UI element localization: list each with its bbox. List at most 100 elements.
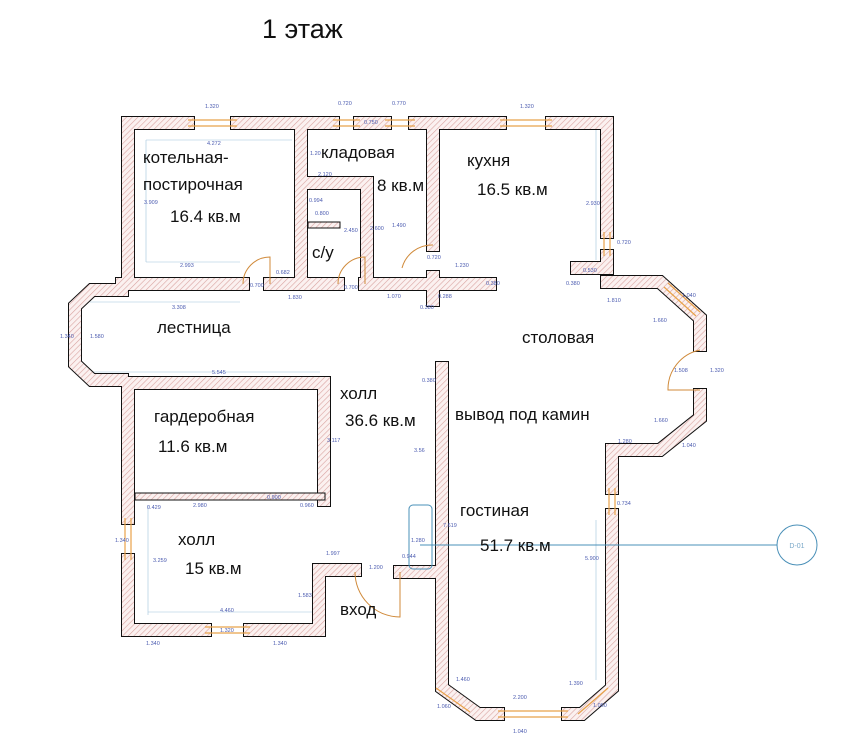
- wall-segment: [436, 362, 504, 720]
- dim-label: 0.720: [338, 101, 352, 107]
- dim-label: 1.060: [593, 703, 607, 709]
- dim-label: 0.720: [617, 240, 631, 246]
- door-kitchen: [401, 244, 434, 269]
- dim-label: 1.340: [273, 641, 287, 647]
- door-wc: [337, 256, 366, 285]
- dim-label: 2.120: [318, 172, 332, 178]
- room-kitchen-area: 16.5 кв.м: [477, 180, 548, 199]
- dim-label: 0.530: [583, 268, 597, 274]
- dim-label: 0.700: [250, 283, 264, 289]
- dim-label: 0.700: [344, 285, 358, 291]
- dim-label: 1.660: [653, 318, 667, 324]
- dim-label: 0.750: [364, 120, 378, 126]
- room-pantry-label: кладовая: [321, 143, 395, 162]
- dim-label: 1.390: [569, 681, 583, 687]
- dim-label: 0.380: [422, 378, 436, 384]
- fireplace-outlet: [408, 504, 433, 570]
- dim-label: 2.930: [586, 201, 600, 207]
- dim-label: 1.230: [455, 263, 469, 269]
- dim-label: 5.545: [212, 370, 226, 376]
- dim-label: 1.320: [220, 628, 234, 634]
- wall-render: [68, 116, 707, 721]
- section-marker: [776, 524, 818, 566]
- dim-label: 1.060: [437, 704, 451, 710]
- dim-label: 0.429: [147, 505, 161, 511]
- dim-label: 1.340: [115, 538, 129, 544]
- dim-label: 1.040: [682, 293, 696, 299]
- dim-label: 0.720: [427, 255, 441, 261]
- dim-label: 1.810: [607, 298, 621, 304]
- room-stairs-label: лестница: [157, 318, 231, 337]
- wall-segment: [606, 389, 706, 494]
- dim-label: 0.288: [438, 294, 452, 300]
- dim-label: 0.380: [566, 281, 580, 287]
- wall-segment: [122, 117, 194, 290]
- dim-label: 1.200: [369, 565, 383, 571]
- room-wardrobe-label: гардеробная: [154, 407, 254, 426]
- dim-label: 4.460: [220, 608, 234, 614]
- room-living-area: 51.7 кв.м: [480, 536, 551, 555]
- dim-label: 0.960: [300, 503, 314, 509]
- entrance-label: вход: [340, 600, 376, 619]
- wall-segment: [546, 117, 613, 238]
- dim-label: 2.450: [344, 228, 358, 234]
- wall-segment: [601, 276, 706, 351]
- dim-label: 2.200: [513, 695, 527, 701]
- dim-label: 1.508: [674, 368, 688, 374]
- room-hall-label: холл: [340, 384, 377, 403]
- wall-segment: [562, 509, 618, 720]
- dim-label: 1.340: [146, 641, 160, 647]
- door-boiler: [242, 256, 271, 285]
- dim-label: 0.944: [402, 554, 416, 560]
- dim-label: 1.280: [618, 439, 632, 445]
- dim-label: 0.994: [309, 198, 323, 204]
- dim-label: 1.040: [513, 729, 527, 735]
- dim-label: 0.682: [276, 270, 290, 276]
- room-boiler-area: 16.4 кв.м: [170, 207, 241, 226]
- dim-label: 7.619: [443, 523, 457, 529]
- dim-label: 0.770: [392, 101, 406, 107]
- room-hall2-label: холл: [178, 530, 215, 549]
- wall-segment: [295, 177, 373, 290]
- room-hall2-area: 15 кв.м: [185, 559, 242, 578]
- windows: [124, 119, 701, 718]
- dim-label: 5.900: [585, 556, 599, 562]
- dim-label: 1.830: [288, 295, 302, 301]
- dim-label: 1.320: [520, 104, 534, 110]
- dim-label: 0.380: [420, 305, 434, 311]
- dim-label: 3.909: [144, 200, 158, 206]
- dimension-lines: [90, 130, 597, 690]
- dim-label: 1.460: [456, 677, 470, 683]
- dim-label: 1.583: [298, 593, 312, 599]
- room-kitchen-label: кухня: [467, 151, 510, 170]
- wall-segment: [571, 250, 613, 274]
- wall-segment: [122, 554, 211, 636]
- room-dining-label: столовая: [522, 328, 594, 347]
- fireplace-label: вывод под камин: [455, 405, 590, 424]
- section-marker-label: D-01: [789, 543, 804, 550]
- room-wc-label: с/у: [312, 243, 334, 262]
- room-pantry-area: 8 кв.м: [377, 176, 424, 195]
- dim-label: 1.040: [682, 443, 696, 449]
- dim-label: 0.734: [617, 501, 631, 507]
- dim-label: 1.340: [60, 334, 74, 340]
- dim-label: 2.600: [370, 226, 384, 232]
- partitions: [134, 221, 341, 501]
- wall-segment: [244, 564, 361, 636]
- room-wardrobe-area: 11.6 кв.м: [158, 437, 227, 456]
- room-labels: котельная- постирочная 16.4 кв.м кладова…: [143, 143, 594, 619]
- door-entrance: [354, 571, 401, 618]
- dim-label: 1.280: [411, 538, 425, 544]
- dim-label: 1.580: [90, 334, 104, 340]
- doors: [242, 244, 701, 618]
- dim-label: 3.259: [153, 558, 167, 564]
- dim-label: 2.993: [180, 263, 194, 269]
- dim-label: 3.308: [172, 305, 186, 311]
- dim-label: 3.56: [414, 448, 425, 454]
- dim-label: 1.070: [387, 294, 401, 300]
- wall-segment: [545, 116, 614, 239]
- dim-label: 1.660: [654, 418, 668, 424]
- dim-label: 1.997: [326, 551, 340, 557]
- dim-label: 2.980: [193, 503, 207, 509]
